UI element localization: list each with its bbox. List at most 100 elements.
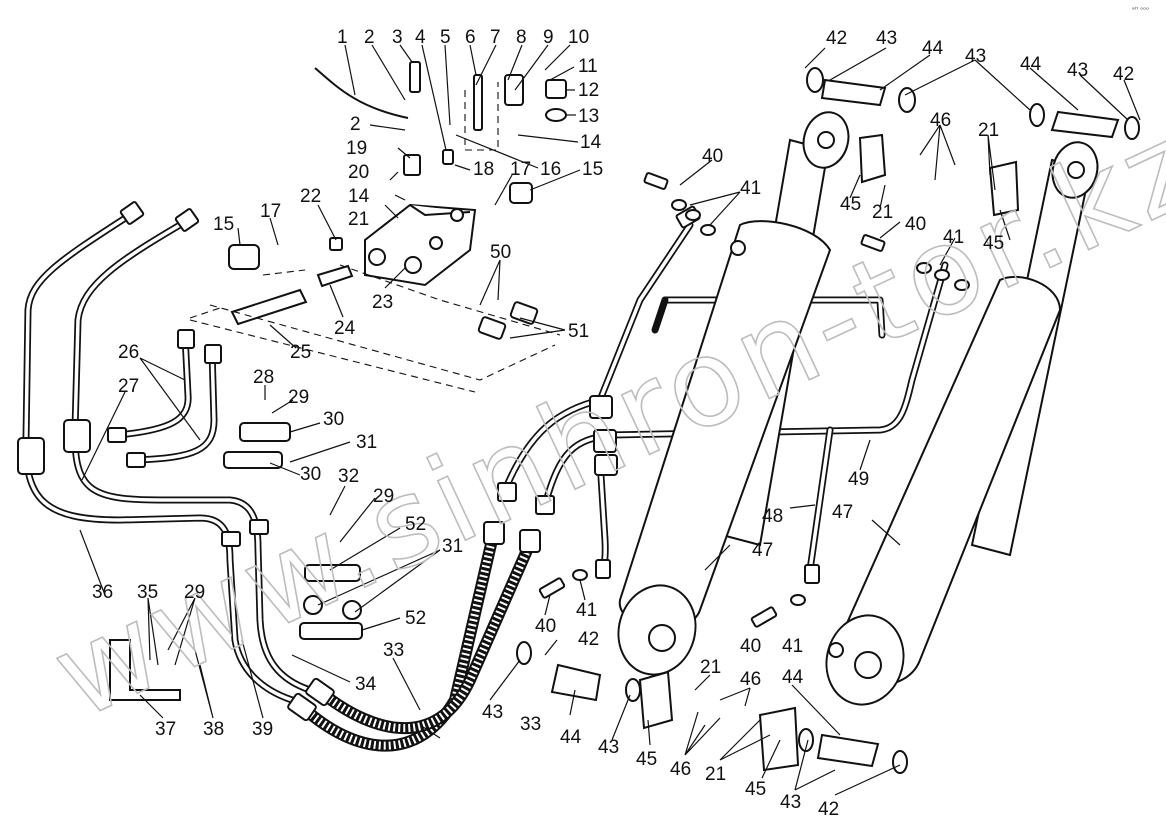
callout-21: 21 bbox=[348, 209, 369, 230]
callout-45: 45 bbox=[840, 194, 861, 215]
callout-48: 48 bbox=[762, 506, 783, 527]
callout-5: 5 bbox=[440, 27, 451, 48]
armored-hoses bbox=[287, 521, 541, 752]
callout-18: 18 bbox=[473, 159, 494, 180]
callout-43: 43 bbox=[876, 28, 897, 49]
callout-7: 7 bbox=[490, 27, 501, 48]
callout-23: 23 bbox=[372, 292, 393, 313]
callout-44: 44 bbox=[782, 667, 804, 688]
callout-15: 15 bbox=[582, 159, 603, 180]
callout-21: 21 bbox=[705, 764, 726, 785]
callout-40: 40 bbox=[535, 616, 556, 637]
callout-44: 44 bbox=[1020, 54, 1042, 75]
callout-41: 41 bbox=[782, 636, 803, 657]
callout-41: 41 bbox=[576, 600, 597, 621]
callout-45: 45 bbox=[636, 749, 657, 770]
callout-43: 43 bbox=[598, 737, 619, 758]
callout-51: 51 bbox=[568, 321, 589, 342]
callout-43: 43 bbox=[780, 792, 801, 813]
callout-47: 47 bbox=[752, 540, 773, 561]
callout-29: 29 bbox=[373, 486, 394, 507]
callout-38: 38 bbox=[203, 719, 224, 740]
callout-44: 44 bbox=[560, 727, 582, 748]
valve-block bbox=[228, 61, 567, 340]
leader-lines bbox=[79, 44, 1141, 796]
callout-41: 41 bbox=[943, 227, 964, 248]
callout-29: 29 bbox=[184, 582, 205, 603]
callout-30: 30 bbox=[300, 464, 321, 485]
callout-20: 20 bbox=[348, 162, 369, 183]
tee-lines bbox=[497, 205, 949, 584]
callout-30: 30 bbox=[323, 409, 344, 430]
callout-28: 28 bbox=[253, 367, 274, 388]
callout-26: 26 bbox=[118, 342, 139, 363]
left-steel-pipes bbox=[17, 201, 314, 704]
callout-14: 14 bbox=[580, 132, 602, 153]
callout-4: 4 bbox=[415, 27, 426, 48]
callout-17: 17 bbox=[260, 201, 281, 222]
callout-35: 35 bbox=[137, 582, 158, 603]
callout-6: 6 bbox=[465, 27, 476, 48]
callout-36: 36 bbox=[92, 582, 113, 603]
callout-21: 21 bbox=[978, 120, 999, 141]
callout-43: 43 bbox=[482, 702, 503, 723]
callout-33: 33 bbox=[383, 640, 404, 661]
callout-50: 50 bbox=[490, 242, 511, 263]
callout-42: 42 bbox=[578, 629, 599, 650]
callout-labels: 1 2 3 4 5 6 7 8 9 10 11 12 13 14 2 19 18… bbox=[92, 27, 1134, 820]
callout-14: 14 bbox=[348, 186, 370, 207]
callout-13: 13 bbox=[578, 106, 599, 127]
callout-49: 49 bbox=[848, 469, 869, 490]
callout-11: 11 bbox=[578, 56, 598, 77]
callout-31: 31 bbox=[356, 432, 377, 453]
callout-12: 12 bbox=[578, 80, 599, 101]
callout-1: 1 bbox=[337, 27, 348, 48]
hydraulic-cylinder-right bbox=[825, 141, 1099, 706]
callout-16: 16 bbox=[540, 159, 561, 180]
callout-43: 43 bbox=[965, 46, 986, 67]
callout-42: 42 bbox=[1113, 64, 1134, 85]
callout-37: 37 bbox=[155, 719, 176, 740]
callout-29: 29 bbox=[288, 387, 309, 408]
callout-31: 31 bbox=[442, 536, 463, 557]
callout-40: 40 bbox=[905, 214, 926, 235]
callout-15: 15 bbox=[213, 214, 234, 235]
callout-40: 40 bbox=[740, 636, 761, 657]
callout-10: 10 bbox=[568, 27, 589, 48]
callout-42: 42 bbox=[826, 28, 847, 49]
callout-34: 34 bbox=[355, 674, 377, 695]
corner-mark: ᵃᴴ ᵒᵒᵒ bbox=[1132, 6, 1149, 14]
callout-45: 45 bbox=[983, 233, 1004, 254]
callout-45: 45 bbox=[745, 779, 766, 800]
callout-19: 19 bbox=[346, 138, 367, 159]
callout-42: 42 bbox=[818, 799, 839, 820]
callout-46: 46 bbox=[670, 759, 691, 780]
callout-46: 46 bbox=[740, 669, 761, 690]
callout-33: 33 bbox=[520, 714, 541, 735]
callout-2: 2 bbox=[350, 114, 361, 135]
hydraulic-cylinder-left bbox=[617, 111, 850, 676]
callout-3: 3 bbox=[392, 27, 403, 48]
callout-22: 22 bbox=[300, 186, 321, 207]
callout-21: 21 bbox=[700, 657, 721, 678]
callout-46: 46 bbox=[930, 110, 951, 131]
callout-52: 52 bbox=[405, 514, 426, 535]
callout-32: 32 bbox=[338, 466, 359, 487]
callout-40: 40 bbox=[702, 146, 723, 167]
callout-24: 24 bbox=[334, 318, 356, 339]
callout-44: 44 bbox=[922, 38, 944, 59]
callout-47: 47 bbox=[832, 502, 853, 523]
callout-9: 9 bbox=[543, 27, 554, 48]
callout-8: 8 bbox=[516, 27, 527, 48]
callout-25: 25 bbox=[290, 342, 311, 363]
callout-21: 21 bbox=[872, 202, 893, 223]
callout-2: 2 bbox=[364, 27, 375, 48]
callout-41: 41 bbox=[740, 178, 761, 199]
callout-39: 39 bbox=[252, 719, 273, 740]
callout-27: 27 bbox=[118, 376, 139, 397]
pins-and-brackets bbox=[109, 67, 1140, 774]
assembly-guide-lines bbox=[189, 82, 561, 393]
callout-17: 17 bbox=[510, 159, 531, 180]
callout-43: 43 bbox=[1067, 60, 1088, 81]
